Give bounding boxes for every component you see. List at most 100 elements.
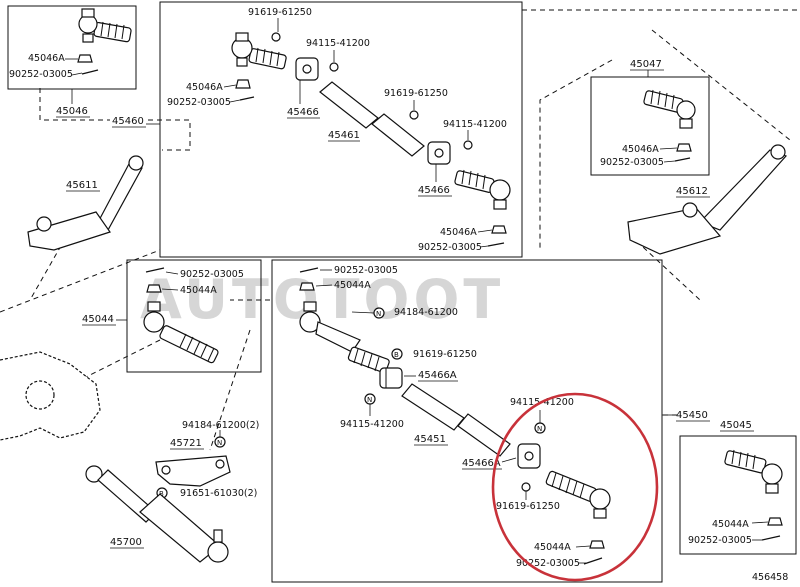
cotter-pin-icon: [761, 535, 781, 541]
steering-damper-icon: [85, 465, 229, 563]
tie-rod-end-icon: [724, 449, 783, 494]
nut-n-icon: [463, 140, 473, 150]
box-45047: [590, 76, 710, 176]
clamp-icon: [517, 443, 541, 469]
tie-rod-end-icon: [643, 89, 696, 129]
n-marker: N: [364, 393, 376, 405]
label-90252: 90252-03005: [334, 265, 398, 276]
label-45460: 45460: [112, 116, 144, 127]
castle-nut-icon: [767, 517, 783, 526]
box-45450: [271, 259, 663, 583]
svg-text:B: B: [394, 351, 399, 359]
label-45466a: 45466A: [462, 458, 501, 469]
pitman-arm-icon: [27, 155, 144, 251]
label-45044a: 45044A: [712, 519, 749, 530]
box-45045: [679, 435, 797, 555]
tie-rod-end-icon: [231, 32, 287, 70]
box-45460: [159, 1, 523, 258]
label-45046: 45046: [56, 106, 88, 117]
n-marker: N: [534, 422, 546, 434]
cotter-pin-icon: [583, 557, 603, 565]
label-45721: 45721: [170, 438, 202, 449]
label-91619: 91619-61250: [384, 88, 448, 99]
label-90252: 90252-03005: [418, 242, 482, 253]
tie-rod-end-icon: [299, 301, 390, 374]
label-45047: 45047: [630, 59, 662, 70]
cotter-pin-icon: [239, 96, 255, 101]
guide-line: [148, 119, 191, 151]
label-91619: 91619-61250: [496, 501, 560, 512]
castle-nut-icon: [235, 79, 251, 89]
cotter-pin-icon: [674, 157, 691, 162]
guide-line: [629, 234, 701, 301]
label-94115: 94115-41200: [306, 38, 370, 49]
label-45466: 45466: [287, 107, 319, 118]
label-94184: 94184-61200(2): [182, 420, 259, 431]
idler-arm-icon: [627, 144, 788, 255]
guide-line: [0, 249, 161, 313]
label-45450: 45450: [676, 410, 708, 421]
clamp-icon: [295, 57, 319, 81]
box-45044: [126, 259, 262, 373]
guide-line: [651, 29, 791, 141]
svg-text:N: N: [537, 425, 542, 433]
label-91619: 91619-61250: [413, 349, 477, 360]
bracket-icon: [155, 455, 231, 487]
svg-text:N: N: [376, 310, 381, 318]
label-90252: 90252-03005: [688, 535, 752, 546]
label-45044a: 45044A: [334, 280, 371, 291]
highlight-circle: [491, 392, 659, 582]
castle-nut-icon: [676, 143, 692, 152]
label-91619: 91619-61250: [248, 7, 312, 18]
tube-icon: [401, 383, 511, 457]
label-45451: 45451: [414, 434, 446, 445]
diagram-id: 456458: [752, 572, 788, 583]
label-45046a: 45046A: [28, 53, 65, 64]
castle-nut-icon: [77, 54, 93, 63]
guide-line: [39, 88, 110, 121]
label-94115: 94115-41200: [340, 419, 404, 430]
castle-nut-icon: [491, 225, 507, 234]
n-marker: N: [214, 436, 226, 448]
label-45461: 45461: [328, 130, 360, 141]
castle-nut-icon: [299, 282, 315, 291]
nut-n-icon: [329, 62, 339, 72]
castle-nut-icon: [146, 284, 162, 293]
label-91651: 91651-61030(2): [180, 488, 257, 499]
label-45612: 45612: [676, 186, 708, 197]
label-90252: 90252-03005: [600, 157, 664, 168]
nut-icon: [521, 482, 531, 492]
cotter-pin-icon: [487, 242, 505, 247]
label-45466: 45466: [418, 185, 450, 196]
tube-icon: [319, 81, 425, 157]
clamp-icon: [379, 367, 403, 389]
label-45611: 45611: [66, 180, 98, 191]
label-94115: 94115-41200: [443, 119, 507, 130]
cotter-pin-icon: [145, 267, 165, 273]
label-45046a: 45046A: [440, 227, 477, 238]
tie-rod-end-icon: [545, 470, 611, 519]
label-45046a: 45046A: [186, 82, 223, 93]
label-94184: 94184-61200: [394, 307, 458, 318]
b-marker: B: [391, 348, 403, 360]
label-90252: 90252-03005: [167, 97, 231, 108]
cotter-pin-icon: [299, 267, 319, 273]
label-90252: 90252-03005: [180, 269, 244, 280]
svg-text:B: B: [159, 490, 164, 498]
label-90252: 90252-03005: [9, 69, 73, 80]
steering-gear-icon: [0, 351, 101, 441]
n-marker: N: [373, 307, 385, 319]
label-45046a: 45046A: [622, 144, 659, 155]
guide-line: [0, 339, 161, 421]
svg-text:N: N: [367, 396, 372, 404]
label-45700: 45700: [110, 537, 142, 548]
label-45045: 45045: [720, 420, 752, 431]
label-45044a: 45044A: [180, 285, 217, 296]
guide-line: [539, 59, 613, 250]
label-45466a: 45466A: [418, 370, 457, 381]
label-45044: 45044: [82, 314, 114, 325]
tie-rod-end-icon: [454, 169, 511, 210]
tie-rod-end-icon: [78, 8, 132, 43]
